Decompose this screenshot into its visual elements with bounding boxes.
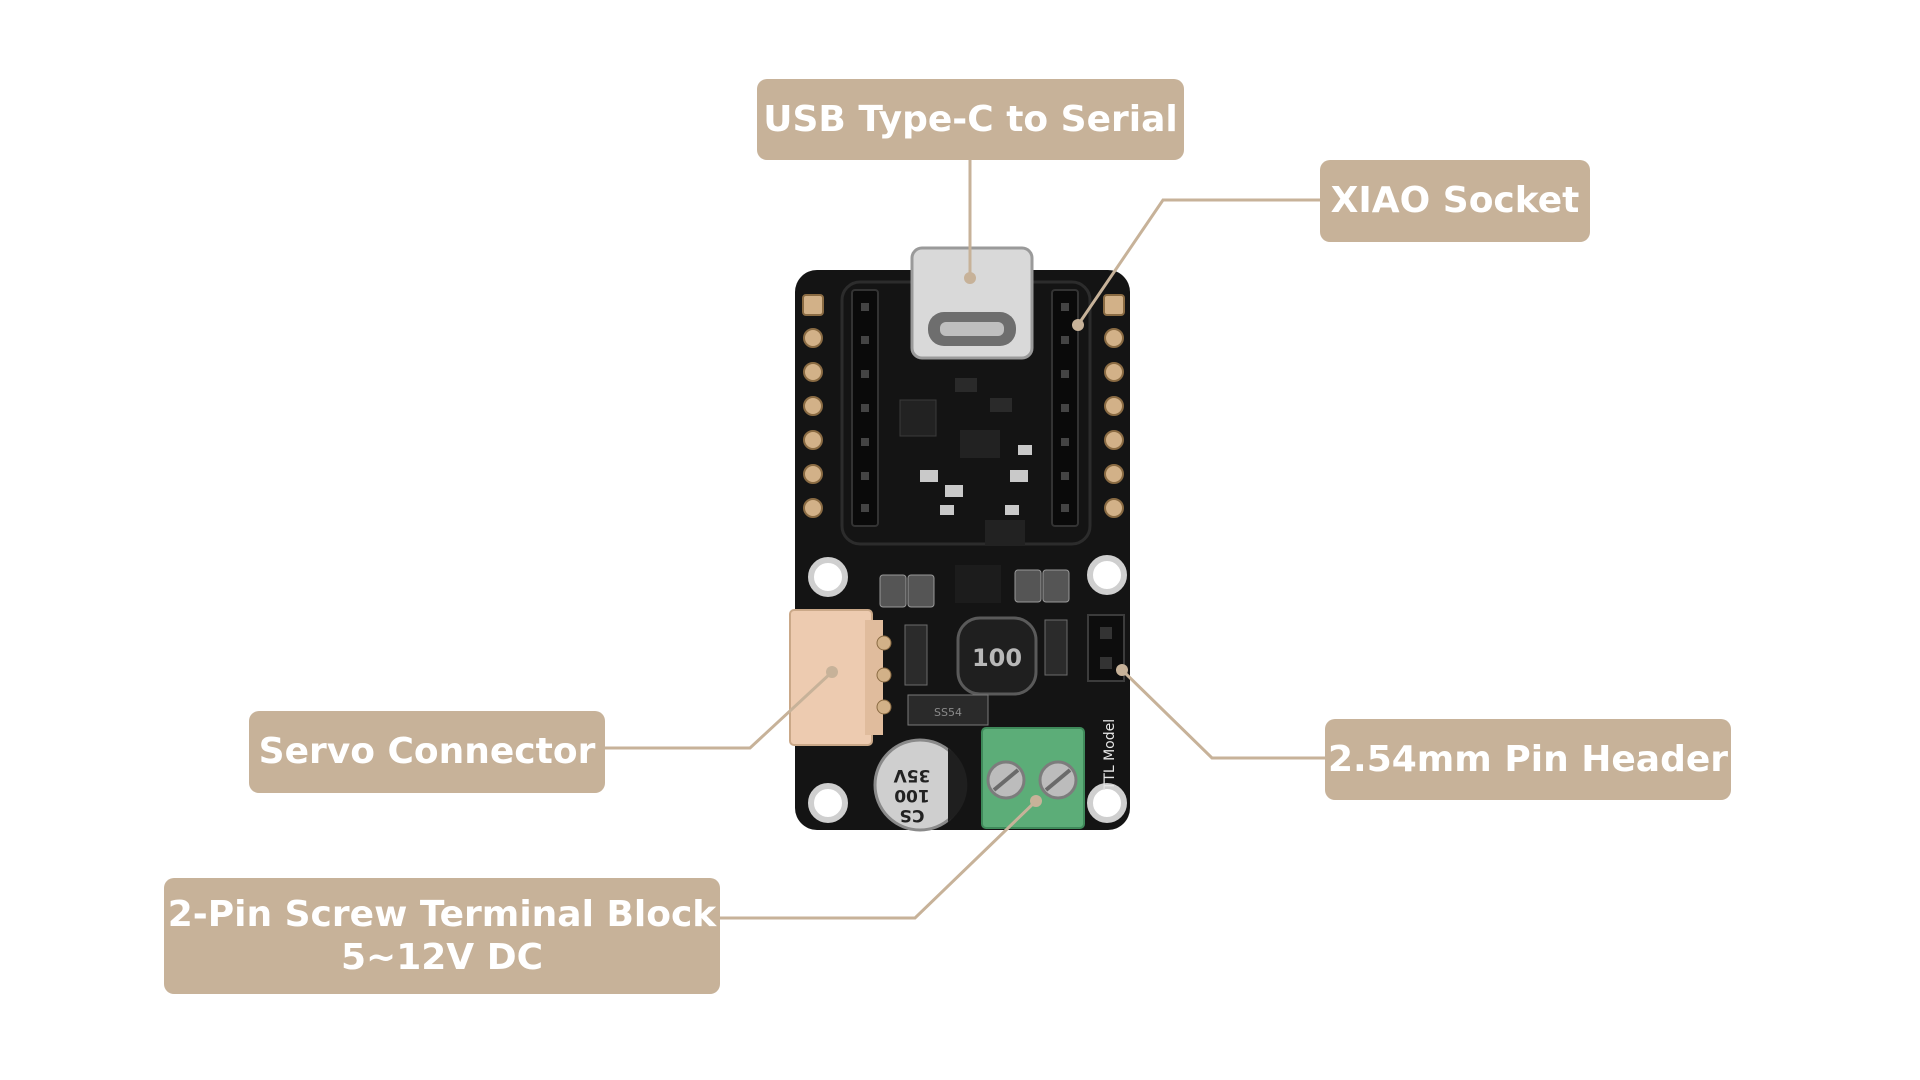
- label-xiao-socket-text: XIAO Socket: [1330, 180, 1580, 222]
- label-screw-terminal: 2-Pin Screw Terminal Block 5~12V DC: [164, 878, 720, 994]
- label-servo-connector-text: Servo Connector: [258, 731, 596, 773]
- usb-leader-dot: [964, 272, 976, 284]
- leader-lines: [605, 160, 1325, 920]
- capacitor-value: 100: [894, 785, 930, 805]
- xiao-leader-dot: [1072, 319, 1084, 331]
- screw-terminal-block: [981, 727, 1085, 829]
- label-pin-header-text: 2.54mm Pin Header: [1327, 738, 1729, 780]
- usb-c-port: [910, 246, 1034, 360]
- pin-header-leader-dot: [1116, 664, 1128, 676]
- inductor-marking: 100: [972, 644, 1022, 672]
- capacitor-voltage: 35V: [893, 765, 931, 785]
- ttl-mode-marking: TTL Model: [1102, 719, 1118, 791]
- label-servo-connector: Servo Connector: [249, 711, 605, 793]
- inductor: 100: [956, 616, 1038, 696]
- label-usb-type-c-text: USB Type-C to Serial: [763, 98, 1178, 140]
- smd-components: [879, 378, 1070, 686]
- xiao-leader-line: [1076, 198, 1320, 326]
- diode-marking: SS54: [934, 706, 962, 719]
- xiao-socket: [851, 289, 1079, 527]
- terminal-leader-dot: [1030, 795, 1042, 807]
- mounting-holes: [808, 555, 1127, 823]
- leader-dots: [826, 272, 1128, 807]
- pin-header-leader-line: [1120, 668, 1325, 760]
- label-screw-terminal-line1: 2-Pin Screw Terminal Block: [167, 893, 717, 935]
- label-pin-header: 2.54mm Pin Header: [1325, 719, 1731, 800]
- servo-connector: [789, 609, 892, 746]
- label-usb-type-c: USB Type-C to Serial: [757, 79, 1184, 160]
- servo-leader-dot: [826, 666, 838, 678]
- servo-leader-line: [605, 670, 834, 750]
- left-pin-pads: [802, 294, 824, 518]
- label-screw-terminal-line2: 5~12V DC: [340, 937, 543, 978]
- electrolytic-capacitor: 35V 100 CS: [873, 738, 968, 832]
- right-pin-pads: [1103, 294, 1125, 518]
- label-xiao-socket: XIAO Socket: [1320, 160, 1590, 242]
- terminal-leader-line: [720, 799, 1038, 920]
- diode: SS54: [907, 694, 989, 726]
- capacitor-brand: CS: [899, 805, 924, 825]
